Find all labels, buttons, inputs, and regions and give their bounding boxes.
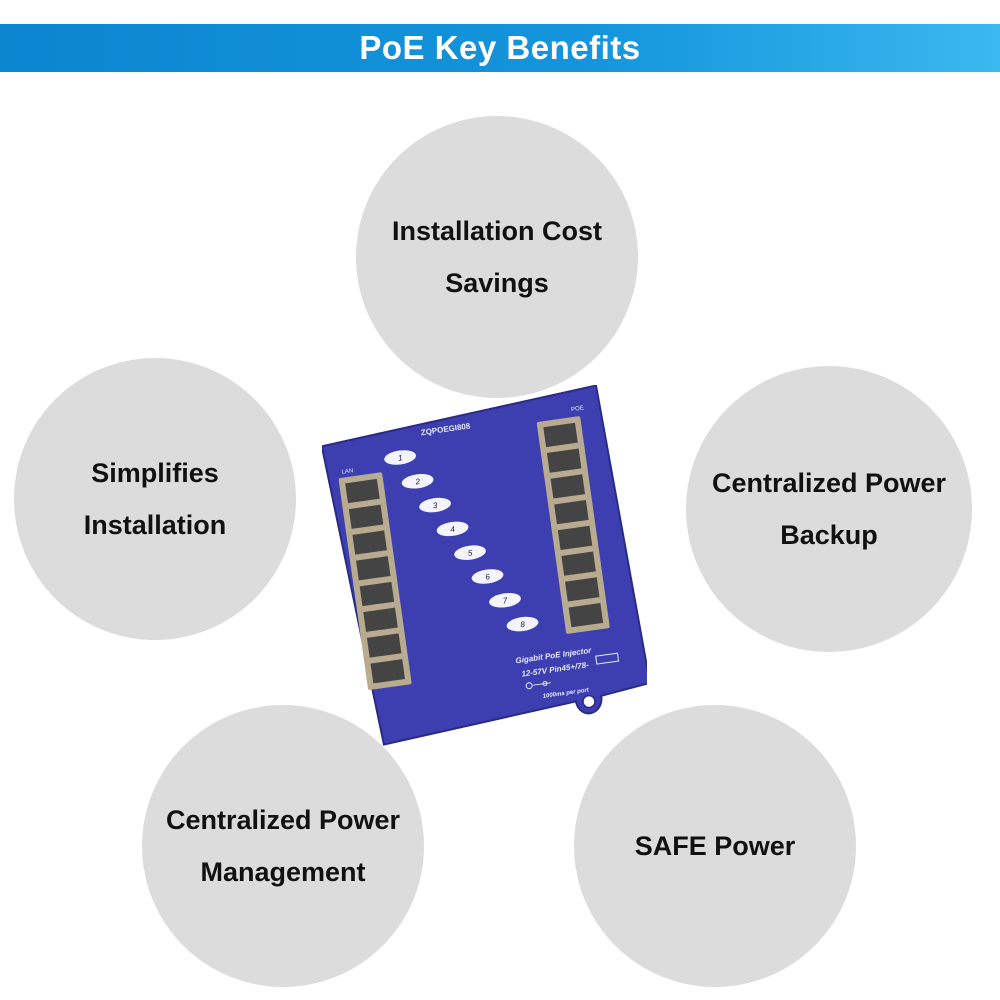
header-banner: PoE Key Benefits	[0, 24, 1000, 72]
port-number: 7	[502, 596, 508, 606]
dc-polarity-icon	[525, 681, 552, 690]
lan-ports	[338, 472, 412, 690]
benefit-circle-simplifies-installation: Simplifies Installation	[14, 358, 296, 640]
benefit-circle-centralized-power-management: Centralized Power Management	[142, 705, 424, 987]
port-number: 4	[450, 525, 456, 535]
benefit-circle-installation-cost-savings: Installation Cost Savings	[356, 116, 638, 398]
page-title: PoE Key Benefits	[359, 29, 641, 66]
port-number: 3	[432, 501, 438, 511]
lan-label: LAN	[341, 468, 353, 476]
benefit-label: Centralized Power Management	[165, 805, 401, 887]
pinout-icon	[595, 652, 620, 665]
port-number: 8	[520, 620, 526, 630]
benefit-label: Installation Cost Savings	[391, 216, 602, 298]
port-number: 1	[397, 453, 403, 463]
port-number: 5	[467, 548, 473, 558]
benefit-label: Centralized Power Backup	[711, 468, 947, 550]
poe-label: POE	[571, 405, 584, 413]
port-number: 6	[485, 572, 491, 582]
port-number: 2	[414, 477, 421, 487]
benefit-circle-safe-power: SAFE Power	[574, 705, 856, 987]
benefit-circle-centralized-power-backup: Centralized Power Backup	[686, 366, 972, 652]
poe-ports	[536, 416, 610, 634]
mounting-hole-icon	[582, 694, 596, 709]
benefit-label: SAFE Power	[634, 831, 796, 861]
benefit-label: Simplifies Installation	[83, 458, 227, 540]
poe-injector-device-image: ZQPOEGI808 LAN POE	[322, 385, 647, 746]
